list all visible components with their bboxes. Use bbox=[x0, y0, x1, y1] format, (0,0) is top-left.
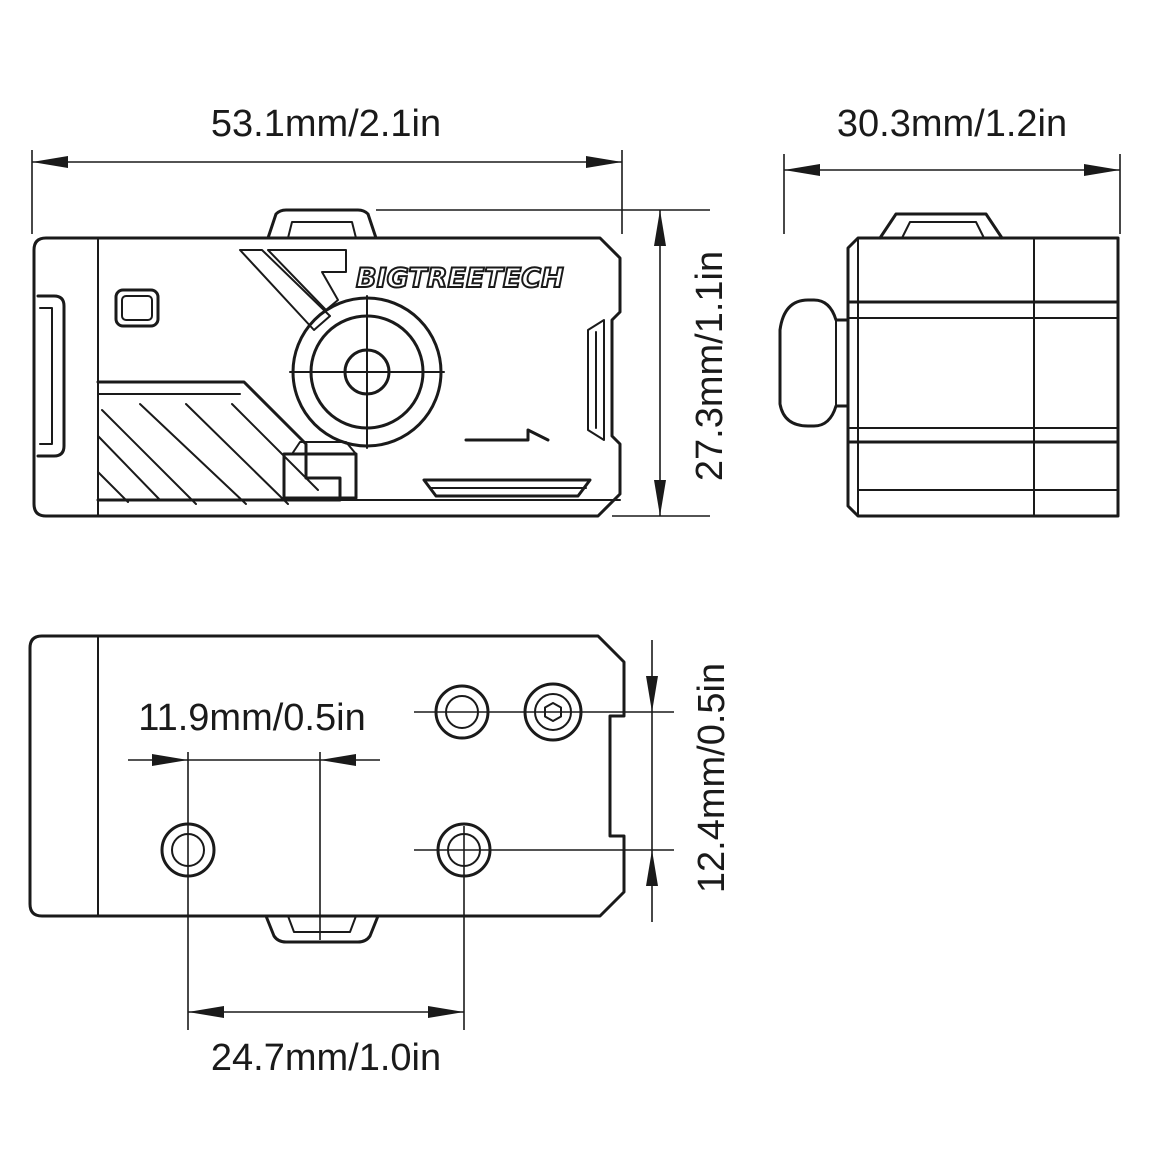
dimension-height-front: 27.3mm/1.1in bbox=[376, 209, 731, 517]
vent-grille bbox=[96, 380, 621, 505]
dimension-height-front-label: 27.3mm/1.1in bbox=[689, 251, 731, 481]
side-view bbox=[778, 212, 1120, 518]
dimension-width-front-label: 53.1mm/2.1in bbox=[211, 103, 441, 145]
front-view: BIGTREETECH bbox=[32, 208, 622, 518]
dimension-depth-side-label: 30.3mm/1.2in bbox=[837, 103, 1067, 145]
bottom-view bbox=[28, 634, 626, 944]
dimension-hole-offset-label: 11.9mm/0.5in bbox=[138, 697, 365, 739]
dimension-hole-spacing-vertical: 12.4mm/0.5in bbox=[414, 640, 733, 922]
camera-lens-icon bbox=[289, 295, 445, 449]
brand-logo: BIGTREETECH bbox=[356, 263, 564, 294]
direction-arrow-icon bbox=[464, 428, 550, 442]
dimension-hole-spacing-vertical-label: 12.4mm/0.5in bbox=[691, 663, 733, 893]
dimension-width-front: 53.1mm/2.1in bbox=[31, 103, 623, 234]
dimension-depth-side: 30.3mm/1.2in bbox=[783, 103, 1121, 234]
status-led-icon bbox=[114, 288, 160, 328]
dimension-hole-spacing-horizontal-label: 24.7mm/1.0in bbox=[211, 1037, 441, 1079]
dimension-hole-spacing-horizontal: 24.7mm/1.0in bbox=[188, 826, 465, 1079]
logo-mark-icon bbox=[239, 249, 331, 331]
dimension-hole-offset: 11.9mm/0.5in bbox=[128, 697, 380, 1030]
